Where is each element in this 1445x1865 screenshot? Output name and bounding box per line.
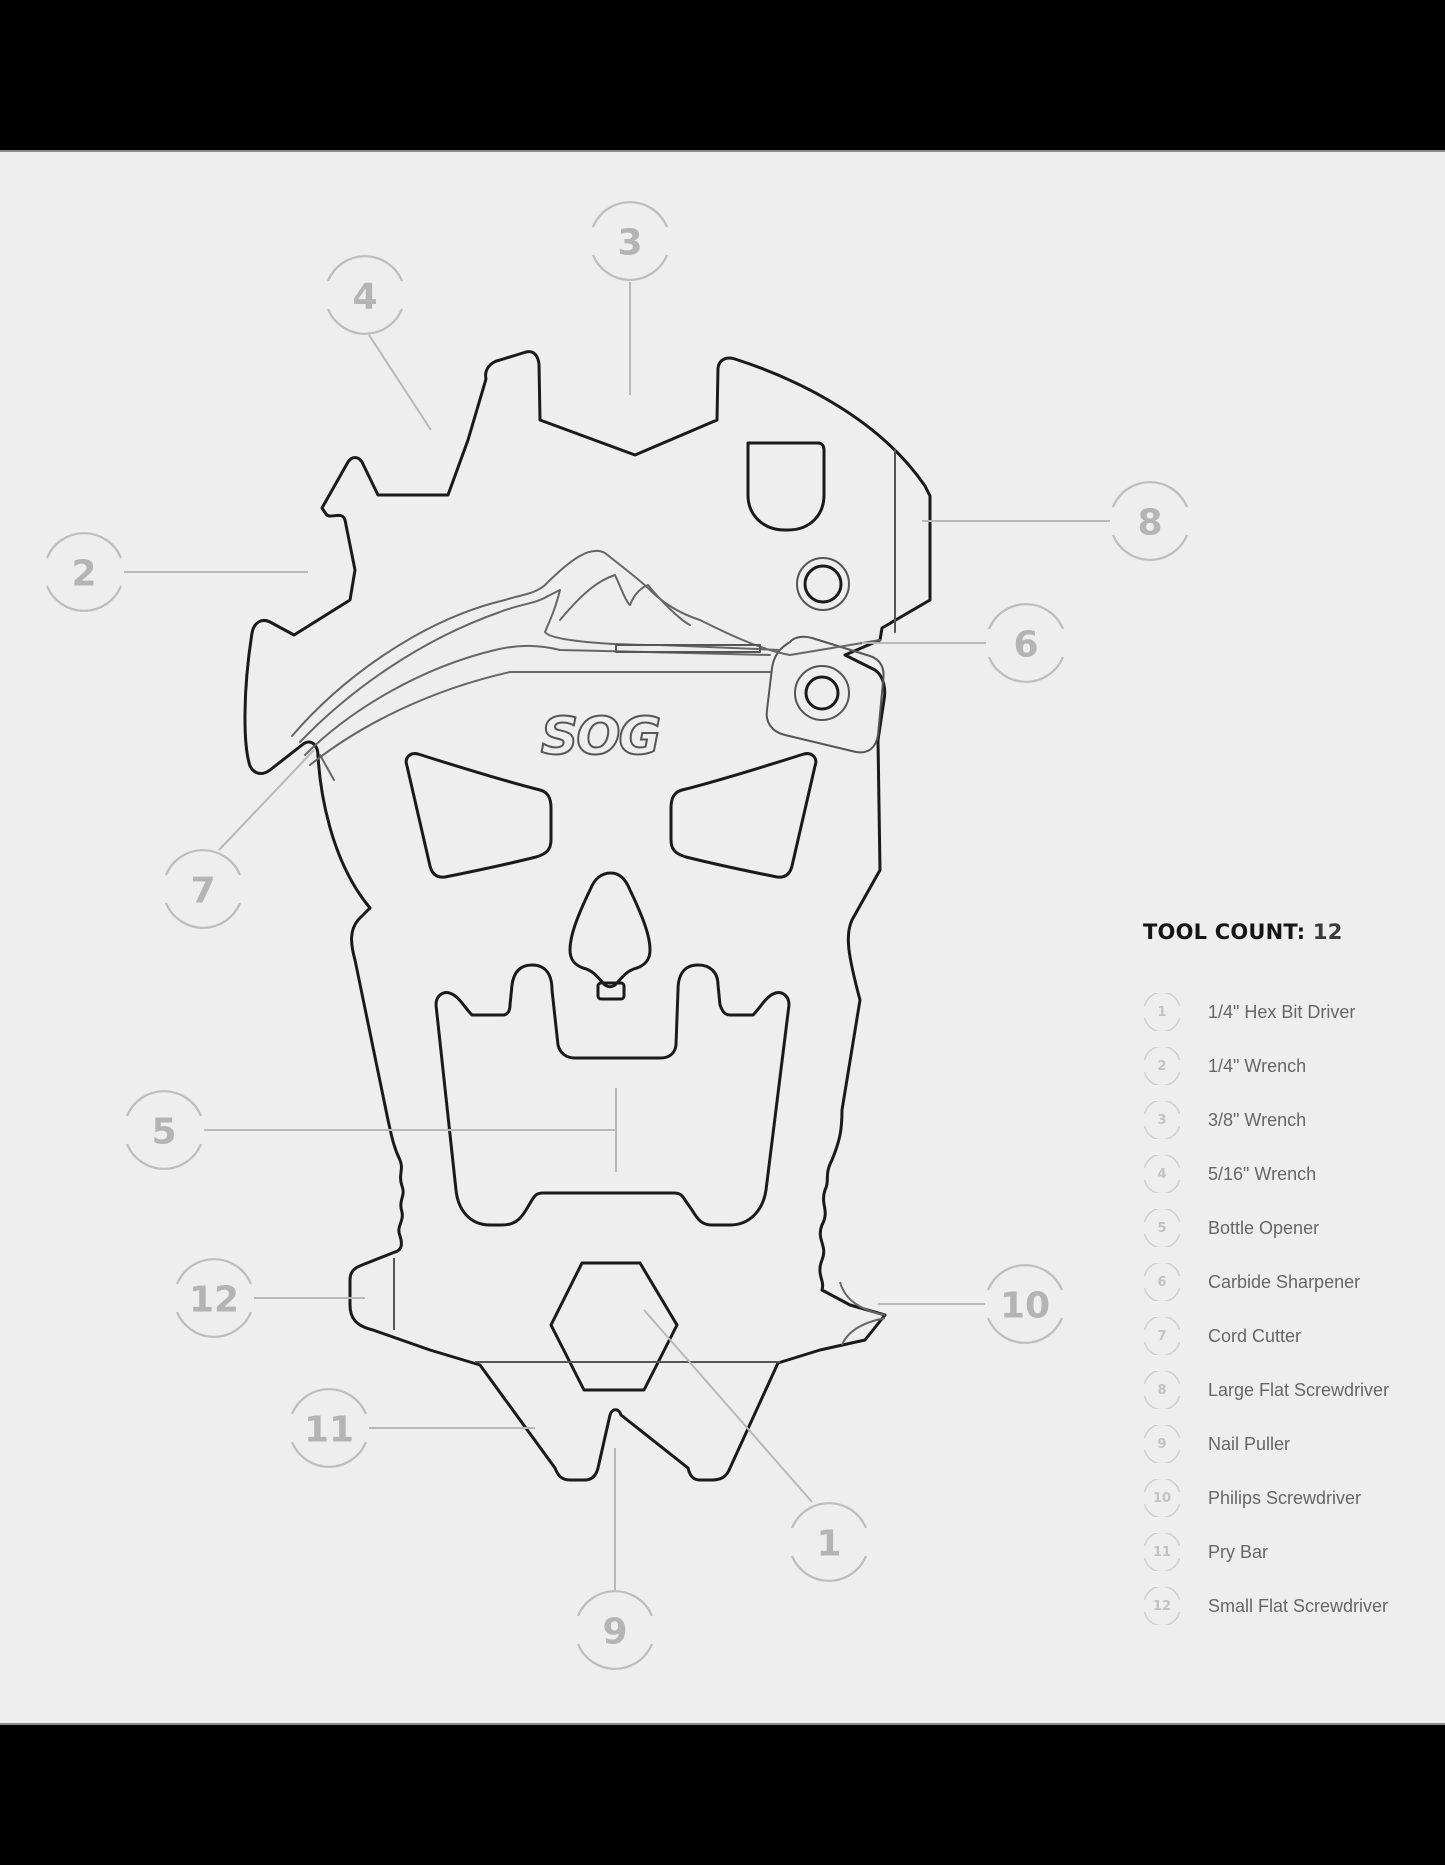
tool-legend: TOOL COUNT: 12 1 1/4" Hex Bit Driver 2 1/4"…	[1143, 915, 1433, 1633]
legend-item: 2 1/4" Wrench	[1143, 1039, 1433, 1093]
callout-4: 4	[326, 255, 404, 335]
legend-number-badge: 6	[1143, 1263, 1181, 1301]
svg-text:6: 6	[1013, 625, 1038, 666]
legend-item: 8 Large Flat Screwdriver	[1143, 1363, 1433, 1417]
svg-text:1: 1	[816, 1524, 841, 1565]
legend-number-badge: 4	[1143, 1155, 1181, 1193]
callout-2: 2	[45, 532, 123, 612]
legend-item: 11 Pry Bar	[1143, 1525, 1433, 1579]
circle-icon	[1143, 1371, 1181, 1409]
legend-number-badge: 3	[1143, 1101, 1181, 1139]
svg-text:10: 10	[1000, 1286, 1050, 1327]
svg-text:5: 5	[151, 1112, 176, 1153]
tool-list: 1 1/4" Hex Bit Driver 2 1/4" Wrench 3 3/8" Wr…	[1143, 985, 1433, 1633]
tool-count-value: 12	[1312, 920, 1343, 944]
circle-icon	[1143, 1101, 1181, 1139]
callout-9: 9	[576, 1590, 654, 1670]
circle-icon	[1143, 1263, 1181, 1301]
legend-item: 12 Small Flat Screwdriver	[1143, 1579, 1433, 1633]
svg-text:12: 12	[189, 1280, 239, 1321]
legend-label: 1/4" Hex Bit Driver	[1208, 1001, 1356, 1022]
legend-number-badge: 11	[1143, 1533, 1181, 1571]
callout-7: 7	[164, 849, 242, 929]
legend-number-badge: 9	[1143, 1425, 1181, 1463]
svg-text:2: 2	[71, 554, 96, 595]
legend-label: Pry Bar	[1208, 1541, 1269, 1562]
legend-number-badge: 5	[1143, 1209, 1181, 1247]
legend-label: Nail Puller	[1208, 1433, 1291, 1454]
legend-item: 3 3/8" Wrench	[1143, 1093, 1433, 1147]
callout-12: 12	[175, 1258, 253, 1338]
legend-label: 3/8" Wrench	[1208, 1109, 1307, 1130]
legend-label: 1/4" Wrench	[1208, 1055, 1307, 1076]
legend-item: 9 Nail Puller	[1143, 1417, 1433, 1471]
bottom-black-bar	[0, 1725, 1445, 1865]
legend-number-badge: 12	[1143, 1587, 1181, 1625]
sog-logo: SOG	[541, 707, 660, 767]
svg-text:9: 9	[602, 1612, 627, 1653]
legend-item: 7 Cord Cutter	[1143, 1309, 1433, 1363]
legend-item: 1 1/4" Hex Bit Driver	[1143, 985, 1433, 1039]
tool-count-label: TOOL COUNT:	[1143, 920, 1306, 944]
callout-1: 1	[790, 1502, 868, 1582]
legend-item: 10 Philips Screwdriver	[1143, 1471, 1433, 1525]
svg-text:3: 3	[617, 223, 642, 264]
legend-number-badge: 7	[1143, 1317, 1181, 1355]
circle-icon	[1143, 1209, 1181, 1247]
legend-label: Large Flat Screwdriver	[1208, 1379, 1390, 1400]
callout-3: 3	[591, 201, 669, 281]
circle-icon	[1143, 993, 1181, 1031]
callout-5: 5	[125, 1090, 203, 1170]
circle-icon	[1143, 1479, 1181, 1517]
top-black-bar	[0, 0, 1445, 150]
legend-label: 5/16" Wrench	[1208, 1163, 1317, 1184]
tool-count-heading: TOOL COUNT: 12	[1143, 915, 1433, 949]
circle-icon	[1143, 1317, 1181, 1355]
circle-icon	[1143, 1425, 1181, 1463]
callout-6: 6	[987, 603, 1065, 683]
legend-label: Bottle Opener	[1208, 1217, 1320, 1238]
legend-label: Cord Cutter	[1208, 1325, 1302, 1346]
legend-number-badge: 8	[1143, 1371, 1181, 1409]
svg-text:4: 4	[352, 277, 377, 318]
legend-number-badge: 10	[1143, 1479, 1181, 1517]
svg-text:8: 8	[1137, 503, 1162, 544]
circle-icon	[1143, 1155, 1181, 1193]
circle-icon	[1143, 1587, 1181, 1625]
diagram-panel	[0, 150, 1445, 1725]
circle-icon	[1143, 1047, 1181, 1085]
callout-10: 10	[986, 1264, 1064, 1344]
circle-icon	[1143, 1533, 1181, 1571]
legend-item: 4 5/16" Wrench	[1143, 1147, 1433, 1201]
leader-lines	[124, 282, 1110, 1590]
legend-number-badge: 2	[1143, 1047, 1181, 1085]
legend-label: Philips Screwdriver	[1208, 1487, 1362, 1508]
legend-label: Carbide Sharpener	[1208, 1271, 1361, 1292]
philips-tip	[839, 1281, 886, 1346]
tool-outline	[243, 350, 932, 1482]
legend-number-badge: 1	[1143, 993, 1181, 1031]
legend-item: 5 Bottle Opener	[1143, 1201, 1433, 1255]
skull-features	[393, 752, 818, 1392]
legend-label: Small Flat Screwdriver	[1208, 1595, 1389, 1616]
svg-text:7: 7	[190, 871, 215, 912]
legend-item: 6 Carbide Sharpener	[1143, 1255, 1433, 1309]
cord-cutter-arm	[291, 549, 881, 781]
callout-8: 8	[1111, 481, 1189, 561]
callout-11: 11	[290, 1388, 368, 1468]
svg-text:11: 11	[304, 1410, 354, 1451]
